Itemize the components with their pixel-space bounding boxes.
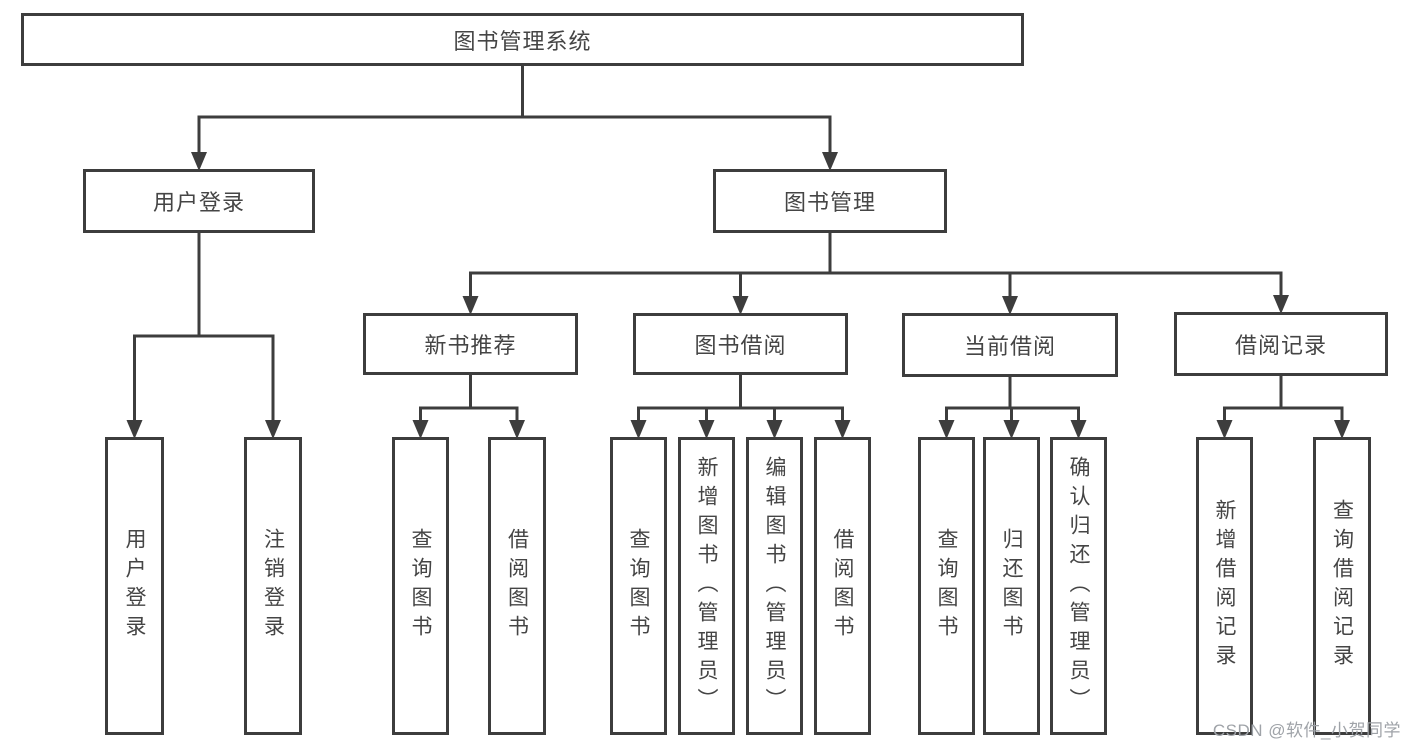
node-label: 图书管理 [783,190,876,215]
node-leaf-cb-return-books: 归还图书 [983,437,1040,735]
node-leaf-br-query-record: 查询借阅记录 [1313,437,1371,735]
node-label: 图书借阅 [694,333,787,358]
node-label: 注销登录 [261,528,285,644]
node-current-borrowing: 当前借阅 [902,313,1118,377]
node-label: 借阅图书 [831,528,854,644]
node-label: 确认归还（管理员） [1067,455,1090,717]
node-book-borrowing: 图书借阅 [633,313,848,375]
node-label: 新增借阅记录 [1213,499,1236,673]
node-leaf-cb-query-books: 查询图书 [918,437,975,735]
node-leaf-nbr-query-books: 查询图书 [392,437,449,735]
node-label: 新书推荐 [424,333,517,358]
node-book-management: 图书管理 [713,169,947,233]
node-label: 查询借阅记录 [1330,499,1354,673]
node-leaf-cb-confirm-return: 确认归还（管理员） [1050,437,1107,735]
watermark: CSDN @软件_小贺同学 [1212,721,1401,740]
node-leaf-user-login: 用户登录 [105,437,164,735]
node-label: 查询图书 [935,528,958,644]
node-leaf-br-add-record: 新增借阅记录 [1196,437,1253,735]
node-label: 借阅记录 [1234,333,1327,358]
node-new-book-recommend: 新书推荐 [363,313,578,375]
node-label: 编辑图书（管理员） [763,455,786,717]
node-leaf-logout: 注销登录 [244,437,302,735]
node-label: 查询图书 [627,528,650,644]
node-label: 用户登录 [123,528,146,644]
node-user-login: 用户登录 [83,169,315,233]
node-label: 归还图书 [1000,528,1023,644]
node-leaf-bb-query-books: 查询图书 [610,437,667,735]
node-label: 用户登录 [152,190,245,215]
node-borrow-records: 借阅记录 [1174,312,1388,376]
node-label: 借阅图书 [505,528,529,644]
node-leaf-bb-add-books: 新增图书（管理员） [678,437,735,735]
node-label: 当前借阅 [963,334,1056,359]
node-label: 查询图书 [409,528,432,644]
node-label: 新增图书（管理员） [695,455,718,717]
node-root: 图书管理系统 [21,13,1024,66]
node-leaf-bb-edit-books: 编辑图书（管理员） [746,437,803,735]
node-label: 图书管理系统 [453,28,592,54]
node-leaf-nbr-borrow-books: 借阅图书 [488,437,546,735]
node-leaf-bb-borrow-books: 借阅图书 [814,437,871,735]
